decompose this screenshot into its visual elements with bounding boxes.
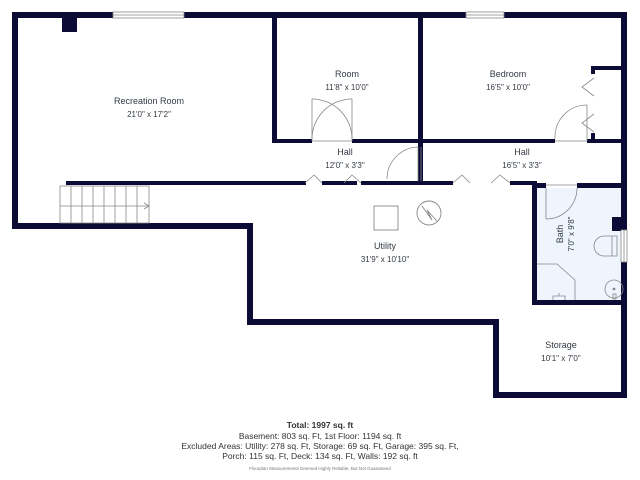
bath-floor (537, 188, 621, 303)
closet-bifold-bottom (581, 113, 595, 133)
room-dimensions: 31'9" x 10'10" (360, 255, 410, 264)
room-dimensions: 21'0" x 17'2" (127, 110, 171, 119)
room-dimensions: 10'1" x 7'0" (541, 354, 581, 363)
closet-bifold-top (581, 77, 595, 97)
sink-icon (604, 279, 624, 299)
walls (12, 12, 627, 398)
bifold-door-4 (490, 174, 511, 184)
room-label-hall-left: Hall 12'0" x 3'3" (325, 146, 364, 172)
room-double-door (311, 98, 353, 142)
total-area: Total: 1997 sq. ft (286, 420, 354, 430)
bifold-door-1 (304, 174, 323, 184)
doors (304, 77, 595, 220)
floor-plan: Recreation Room 21'0" x 17'2" Room 11'8"… (12, 11, 628, 398)
room-name: Hall (337, 147, 353, 157)
room-label-bath: Bath 7'0" x 9'8" (554, 217, 578, 252)
square-appliance-icon (373, 205, 399, 231)
bath-door (545, 184, 578, 220)
shower-icon (537, 263, 576, 300)
room-label-storage: Storage 10'1" x 7'0" (541, 339, 580, 365)
room-label-recreation: Recreation Room 21'0" x 17'2" (114, 95, 184, 121)
stairs-icon (59, 185, 150, 224)
utility-fixtures (373, 200, 442, 231)
room-name: Recreation Room (113, 96, 185, 106)
toilet-icon (593, 235, 618, 257)
bath-fixtures (537, 235, 624, 300)
excluded-areas: Excluded Areas: Utility: 278 sq. Ft, Sto… (181, 441, 459, 451)
room-label-bedroom: Bedroom 16'5" x 10'0" (486, 68, 530, 94)
room-dimensions: 11'8" x 10'0" (325, 83, 369, 92)
room-dimensions: 16'5" x 10'0" (486, 83, 530, 92)
room-name: Storage (545, 340, 577, 350)
room-name: Bedroom (489, 69, 527, 79)
room-dimensions: 7'0" x 9'8" (567, 216, 576, 252)
electrical-panel-icon (416, 200, 442, 226)
room-dimensions: 12'0" x 3'3" (325, 161, 365, 170)
room-name: Bath (555, 224, 565, 244)
bifold-door-2 (343, 174, 362, 184)
excluded-areas-continued: Porch: 115 sq. Ft, Deck: 134 sq. Ft, Wal… (222, 451, 418, 461)
disclaimer: Floorplan Measurements Deemed Highly Rel… (249, 466, 391, 471)
room-name: Room (334, 69, 359, 79)
bifold-door-3 (452, 174, 471, 184)
bedroom-door (554, 104, 588, 142)
windows (112, 11, 628, 263)
area-summary: Total: 1997 sq. ft Basement: 803 sq. Ft,… (0, 420, 640, 473)
floor-plan-drawing (12, 11, 628, 398)
room-label-room: Room 11'8" x 10'0" (325, 68, 368, 94)
room-name: Hall (514, 147, 530, 157)
room-label-hall-right: Hall 16'5" x 3'3" (502, 146, 541, 172)
floor-areas: Basement: 803 sq. Ft, 1st Floor: 1194 sq… (238, 431, 402, 441)
room-label-utility: Utility 31'9" x 10'10" (361, 240, 409, 266)
hall-door (386, 146, 422, 181)
room-name: Utility (373, 241, 396, 251)
room-dimensions: 16'5" x 3'3" (502, 161, 542, 170)
